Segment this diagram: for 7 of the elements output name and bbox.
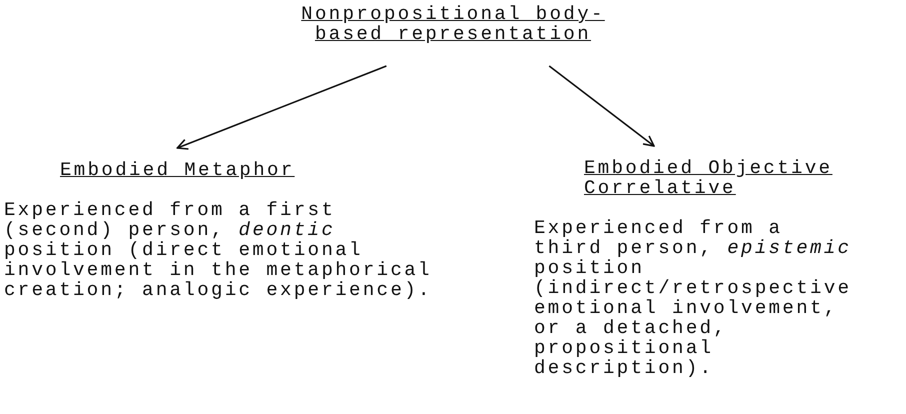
description-text: Experienced from a first (second) person, deontic position (direct emotional involvement in the metaphorical creation; analogic experience). — [4, 200, 433, 300]
arrow — [548, 65, 655, 147]
heading-text: Embodied Metaphor — [60, 160, 295, 180]
heading-text: Embodied Objective Correlative — [584, 158, 834, 198]
arrow — [176, 65, 387, 150]
heading-text: Nonpropositional body-based representation — [300, 4, 606, 44]
description-text: Experienced from a third person, epistemic position (indirect/retrospective emotional involvement, or a detached, propositional description). — [534, 218, 852, 378]
